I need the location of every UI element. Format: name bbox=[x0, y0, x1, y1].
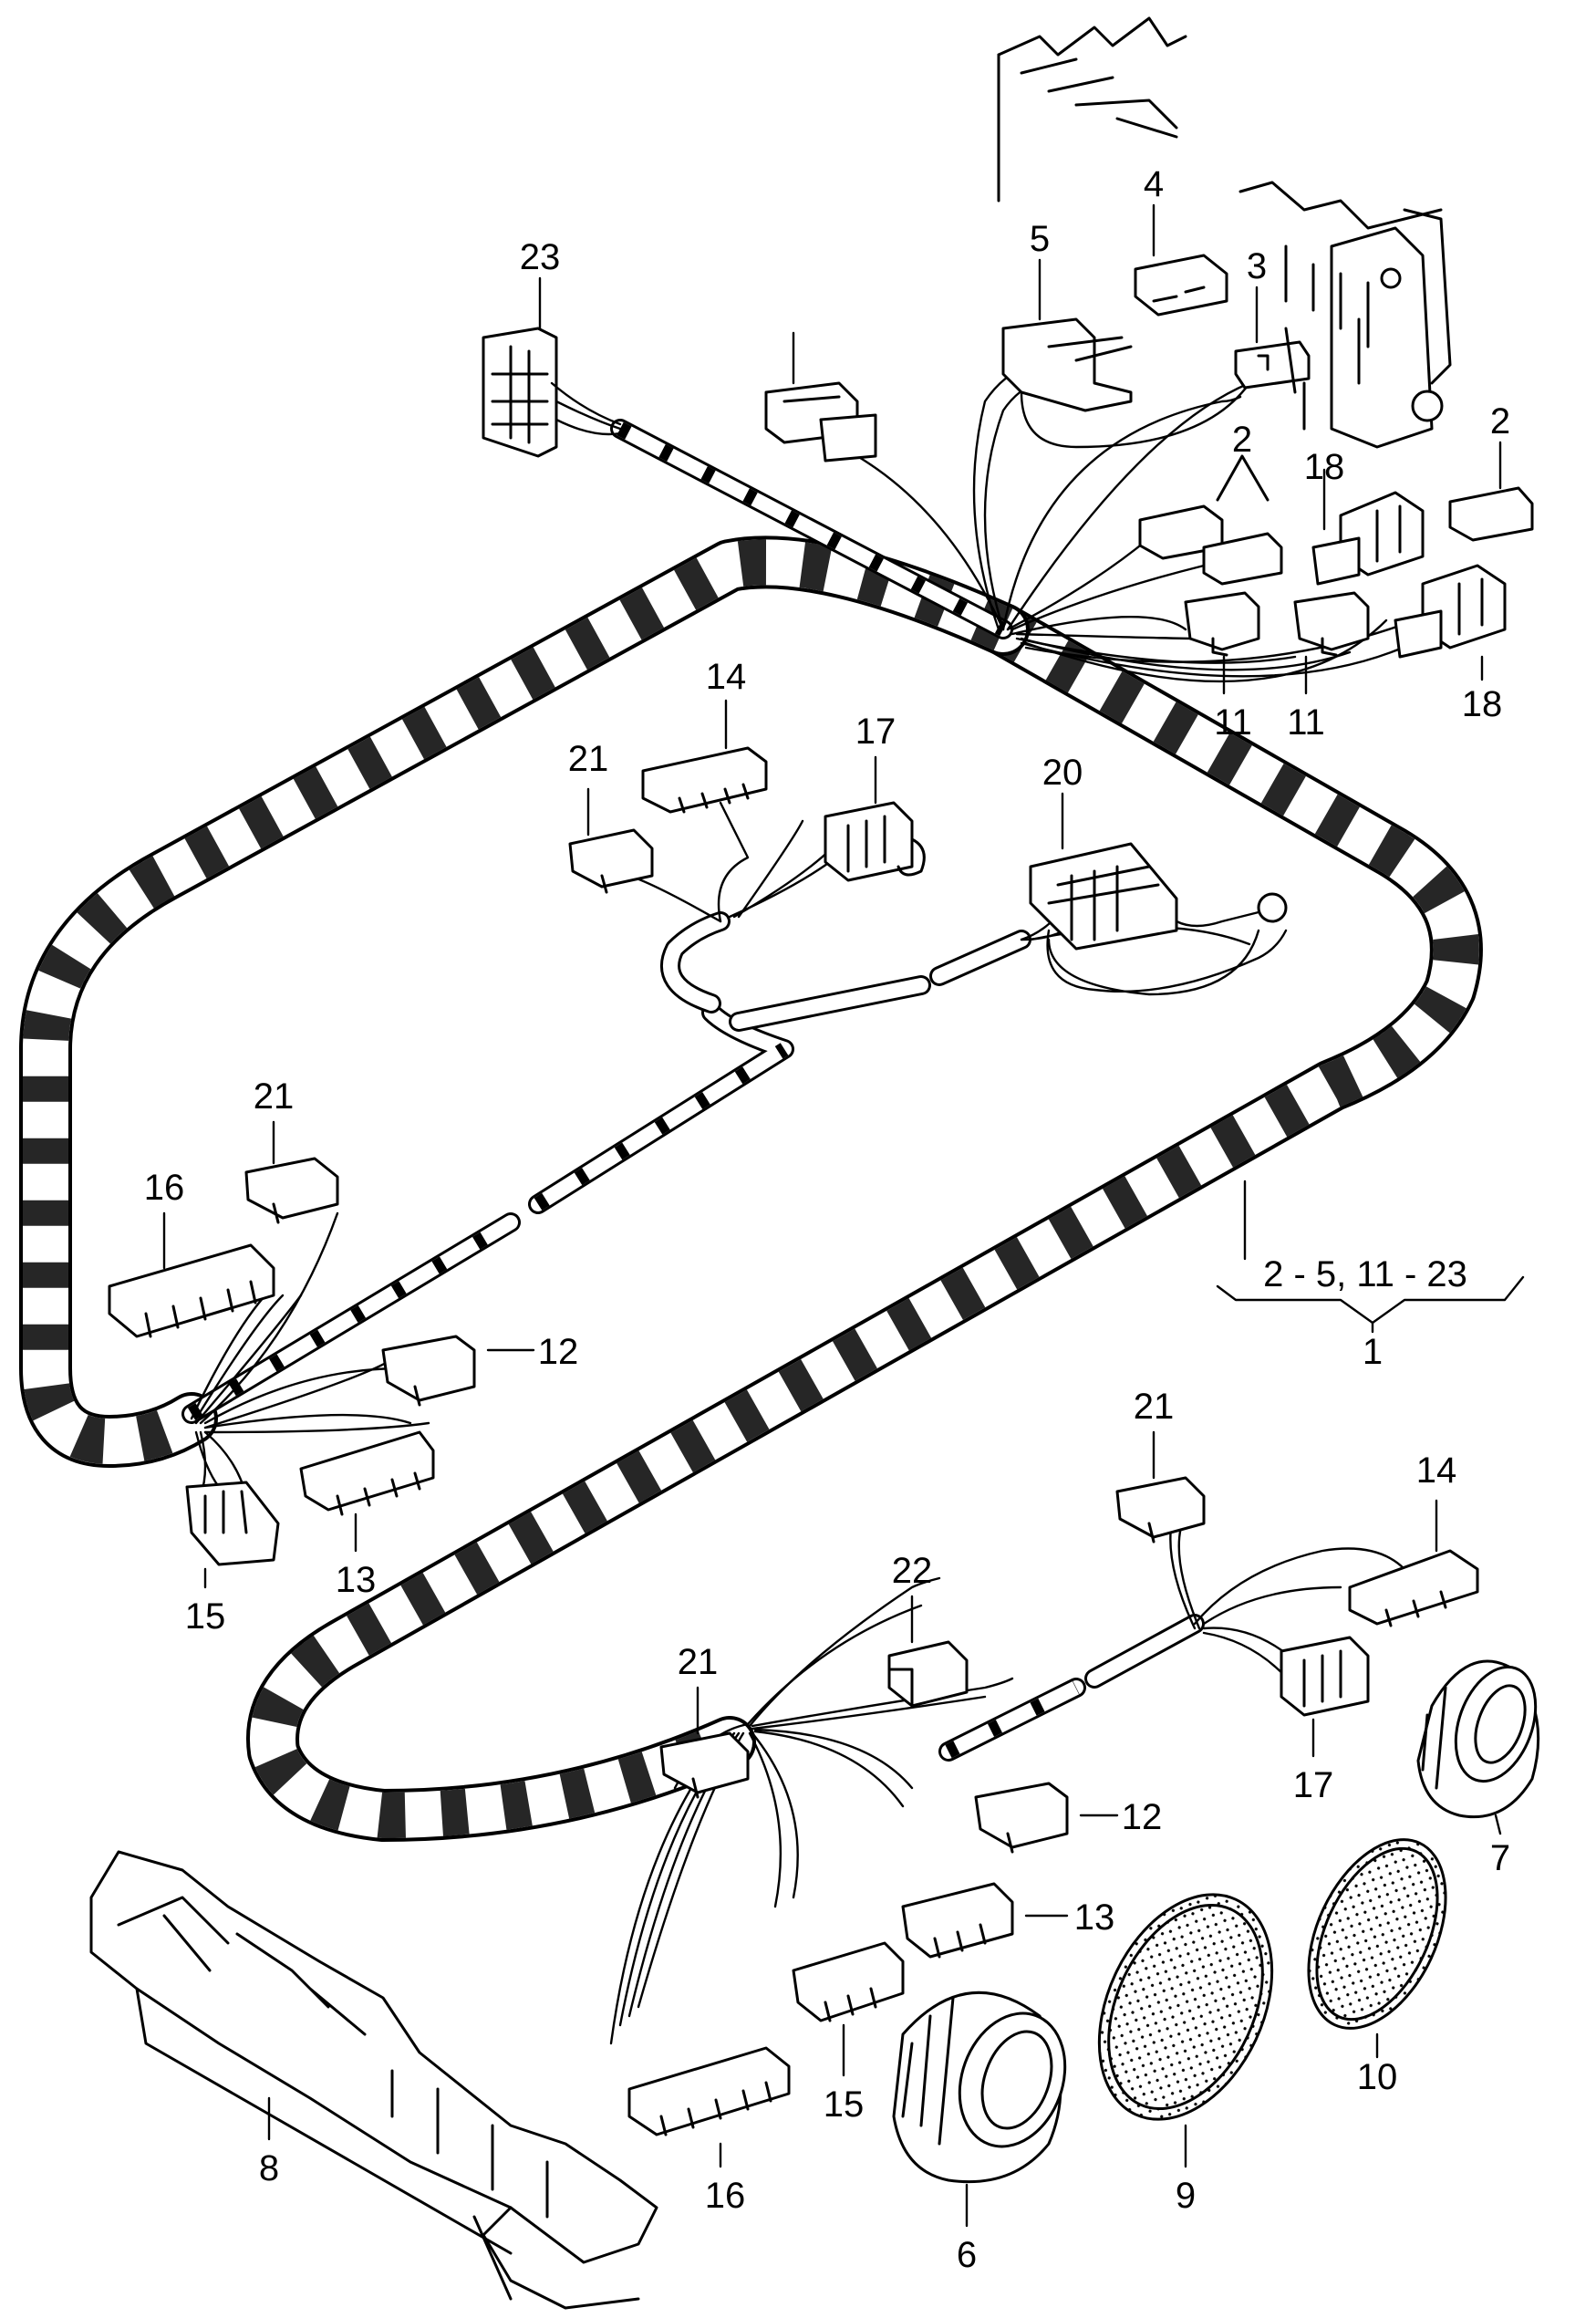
connector-22 bbox=[887, 1640, 969, 1708]
label-14-top: 14 bbox=[706, 657, 747, 697]
connector-12-left bbox=[381, 1335, 476, 1407]
callout-labels: 23 5 4 3 2 2 18 11 11 18 14 17 21 20 21 … bbox=[144, 164, 1510, 2275]
label-13-left: 13 bbox=[336, 1560, 377, 1600]
connector-18-top bbox=[1311, 491, 1425, 586]
connector-18-bottom bbox=[1394, 564, 1507, 659]
label-11-right: 11 bbox=[1287, 702, 1325, 743]
label-19: 23 bbox=[520, 237, 561, 277]
label-18-bottom: 18 bbox=[1462, 684, 1503, 724]
label-1: 1 bbox=[1363, 1332, 1383, 1372]
connector-2-pair bbox=[1138, 454, 1283, 586]
connector-21-bottom bbox=[659, 1731, 750, 1799]
label-11-left: 11 bbox=[1214, 702, 1252, 743]
label-8: 8 bbox=[259, 2148, 279, 2188]
label-21-right-top: 21 bbox=[1134, 1387, 1175, 1427]
membrane-10 bbox=[1307, 1838, 1447, 2030]
connector-13-left bbox=[299, 1430, 435, 1516]
label-5: 5 bbox=[1030, 219, 1050, 259]
label-21-bottom: 21 bbox=[678, 1642, 719, 1682]
connector-23 bbox=[764, 381, 877, 463]
connector-14-top bbox=[641, 746, 768, 814]
connector-19 bbox=[482, 327, 622, 458]
label-21-left: 21 bbox=[254, 1076, 295, 1117]
label-7: 7 bbox=[1490, 1838, 1510, 1878]
label-17-right: 17 bbox=[1293, 1765, 1334, 1805]
label-6: 6 bbox=[957, 2235, 977, 2275]
connector-2-single bbox=[1448, 486, 1534, 542]
connector-3 bbox=[1234, 340, 1311, 390]
label-3: 3 bbox=[1247, 246, 1267, 286]
label-group-range: 2 - 5, 11 - 23 bbox=[1263, 1254, 1467, 1294]
connector-11-left bbox=[1184, 591, 1260, 657]
grommet-6 bbox=[892, 1991, 1067, 2184]
connector-14-right bbox=[1348, 1549, 1479, 1627]
label-15-bottom: 15 bbox=[824, 2084, 865, 2125]
label-17-top: 17 bbox=[855, 712, 896, 752]
connector-parts bbox=[89, 16, 1540, 2310]
grommet-7 bbox=[1416, 1659, 1540, 1819]
label-12-left: 12 bbox=[538, 1332, 579, 1372]
label-16-left: 16 bbox=[144, 1168, 185, 1208]
label-22: 22 bbox=[892, 1551, 933, 1591]
connector-16-left bbox=[108, 1243, 275, 1338]
label-4: 4 bbox=[1144, 164, 1164, 204]
label-10: 10 bbox=[1357, 2057, 1398, 2097]
label-2-pair: 2 bbox=[1232, 420, 1252, 460]
label-9: 9 bbox=[1176, 2176, 1196, 2216]
label-12-bottom: 12 bbox=[1122, 1797, 1163, 1837]
connector-11-right bbox=[1293, 591, 1370, 657]
main-harness-loom bbox=[19, 419, 1483, 1842]
connector-12-bottom bbox=[974, 1782, 1069, 1854]
leader-lines bbox=[162, 203, 1525, 2228]
connector-17-top bbox=[824, 801, 926, 882]
connector-5 bbox=[1001, 317, 1133, 412]
connector-21-right-top bbox=[1115, 1476, 1206, 1544]
connector-21-left bbox=[244, 1157, 339, 1224]
label-20: 20 bbox=[1042, 753, 1083, 793]
connector-21-inner bbox=[568, 828, 654, 894]
bracket-8 bbox=[89, 1850, 658, 2310]
connector-15-left bbox=[185, 1481, 280, 1566]
label-13-bottom: 13 bbox=[1074, 1897, 1115, 1938]
connector-4 bbox=[1134, 254, 1228, 317]
connector-13-bottom bbox=[901, 1882, 1014, 1959]
membrane-9 bbox=[1097, 1893, 1274, 2121]
label-21-inner: 21 bbox=[568, 739, 609, 779]
label-15-left: 15 bbox=[185, 1596, 226, 1637]
label-14-right: 14 bbox=[1416, 1450, 1457, 1491]
label-2-single: 2 bbox=[1490, 401, 1510, 442]
connector-16-bottom bbox=[627, 2046, 791, 2136]
connector-20 bbox=[1029, 842, 1288, 996]
label-18-top: 18 bbox=[1304, 447, 1345, 487]
label-16-bottom: 16 bbox=[705, 2176, 746, 2216]
connector-17-right bbox=[1280, 1636, 1370, 1717]
control-unit bbox=[997, 16, 1452, 449]
connector-15-bottom bbox=[792, 1941, 905, 2022]
